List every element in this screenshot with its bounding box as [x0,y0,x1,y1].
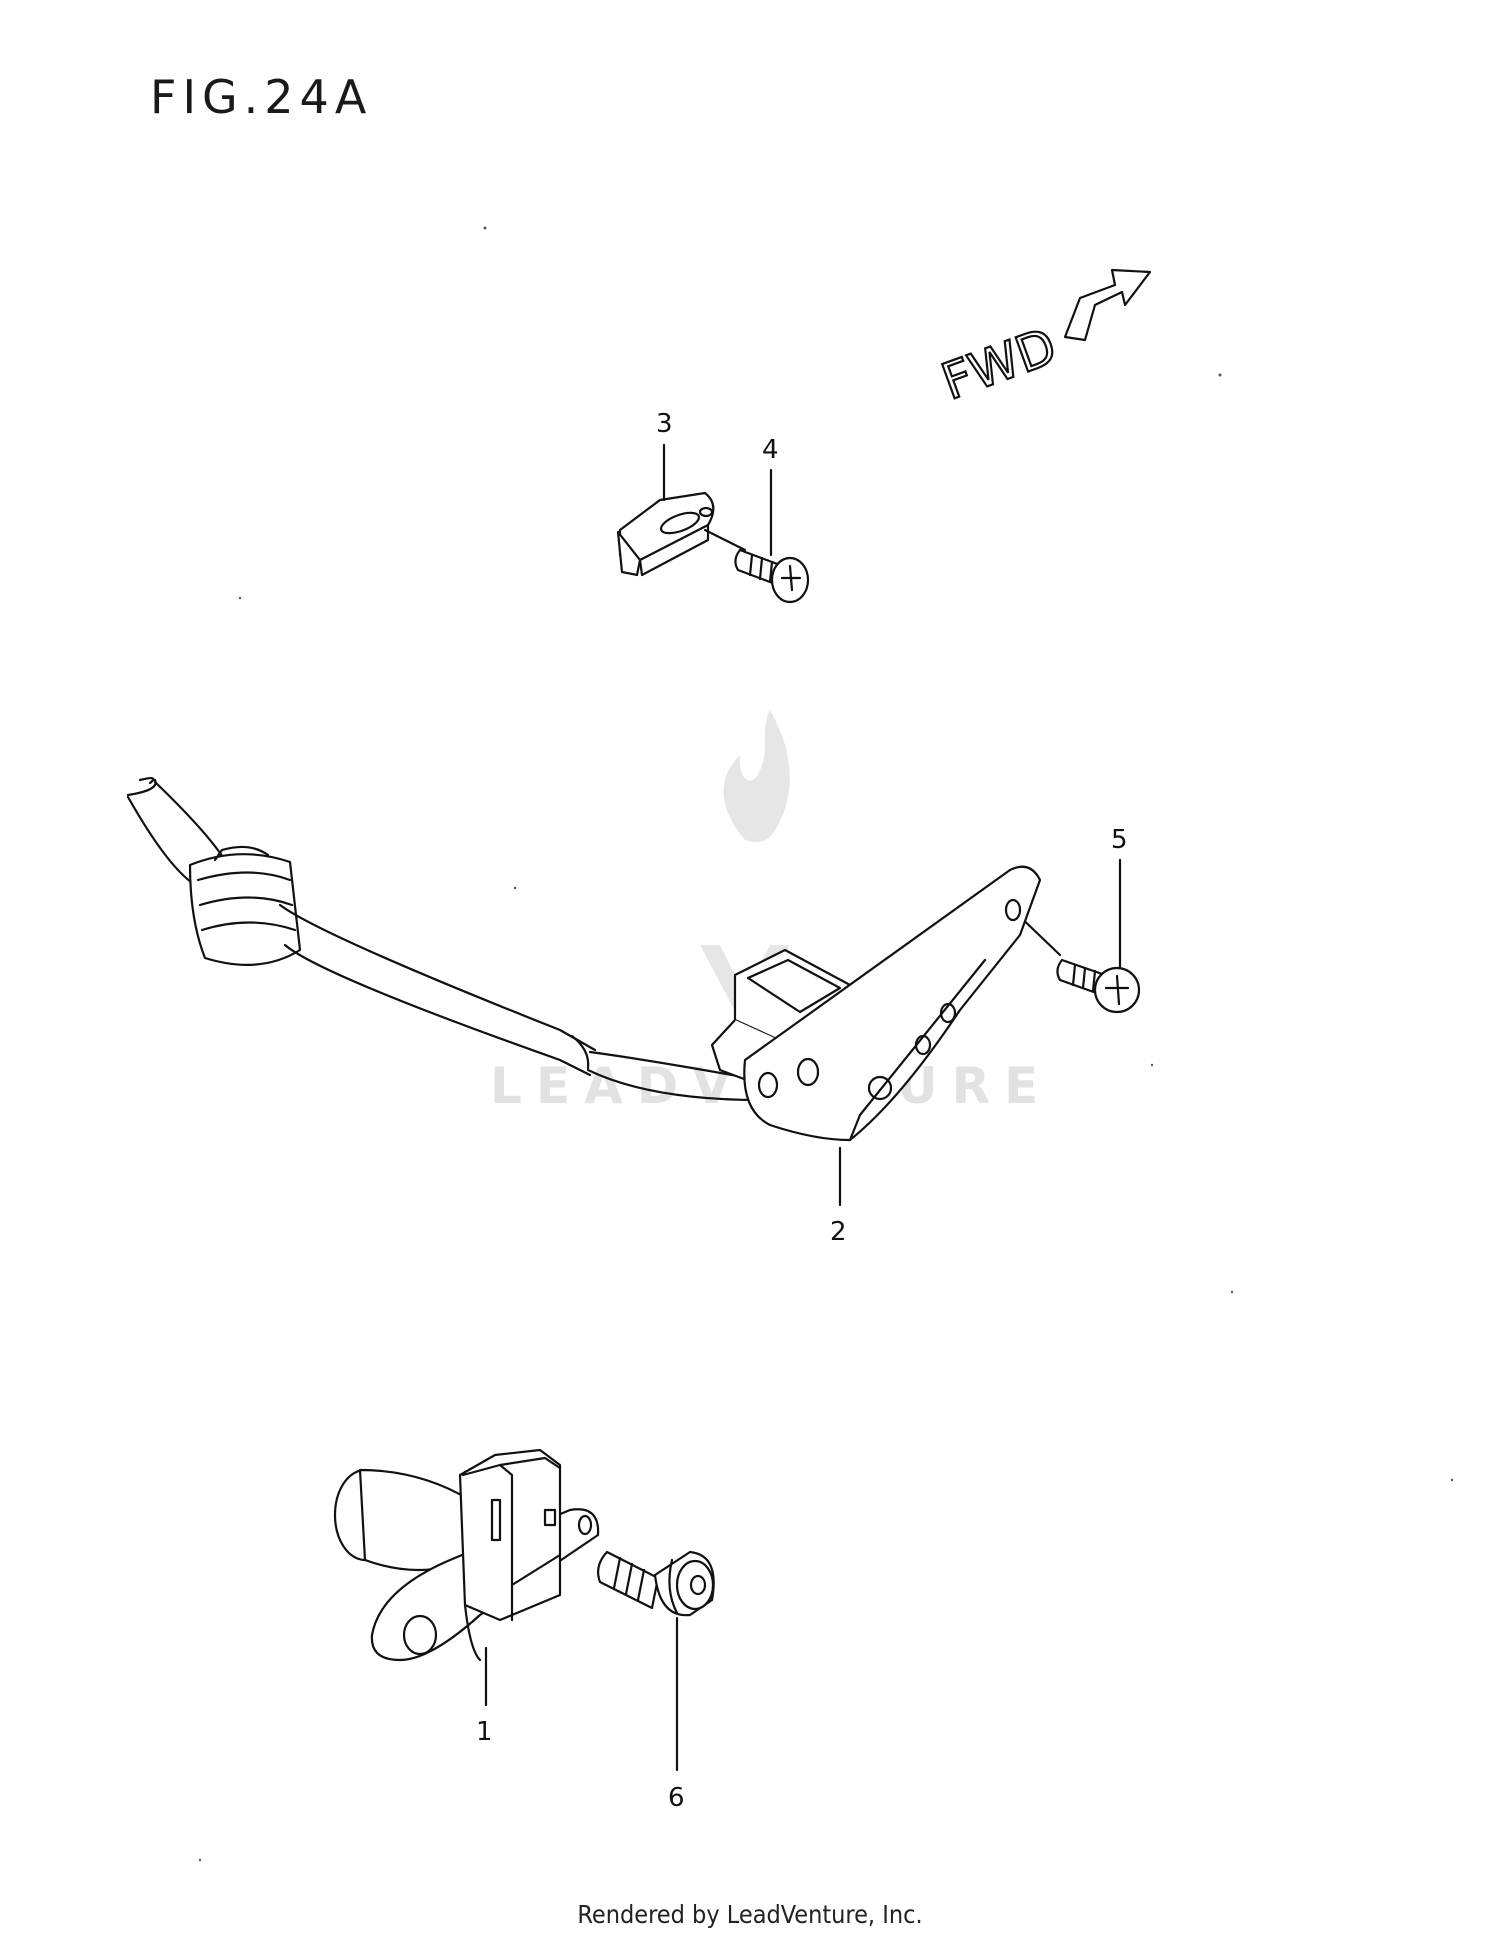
part-6-bolt [597,1550,715,1772]
part-1-sensor [333,1448,600,1707]
callout-6: 6 [668,1783,685,1813]
footer-credit: Rendered by LeadVenture, Inc. [577,1900,923,1929]
fwd-label: FWD [934,317,1064,411]
part-2-sensor-bracket [126,776,1042,1207]
forward-indicator: FWD [933,268,1152,412]
part-5-screw [1011,908,1141,1014]
callout-2: 2 [830,1217,847,1247]
arrow-right-outline-icon [1063,268,1152,342]
callout-5: 5 [1111,825,1128,855]
callout-4: 4 [762,435,779,465]
callout-1: 1 [476,1717,493,1747]
part-3-clamp [616,491,747,577]
part-4-screw [734,548,810,604]
figure-title: FIG.24A [150,70,373,124]
scan-specks [198,226,1454,1862]
callout-3: 3 [656,409,673,439]
